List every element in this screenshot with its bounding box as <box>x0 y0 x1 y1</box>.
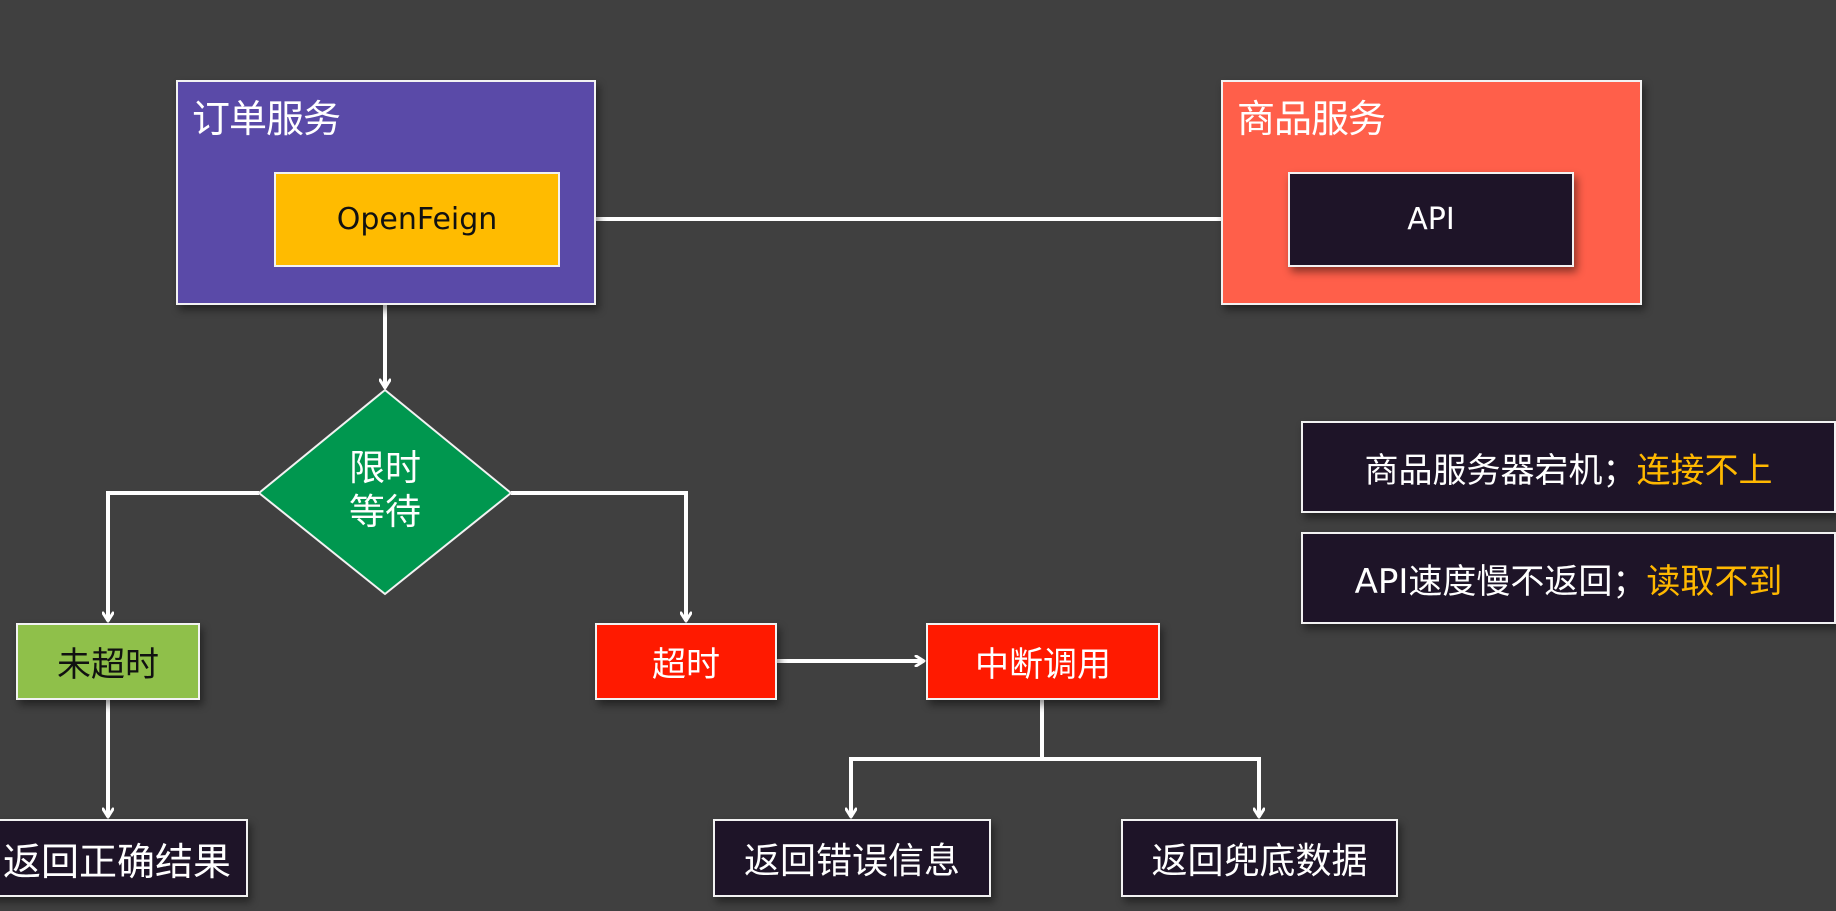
openfeign-box: OpenFeign <box>274 172 560 267</box>
note-server-down: 商品服务器宕机；连接不上 <box>1301 421 1836 513</box>
openfeign-label: OpenFeign <box>336 202 498 237</box>
return-fallback-label: 返回兜底数据 <box>1151 841 1368 882</box>
timeout-box: 超时 <box>595 623 777 700</box>
note-api-slow-text: API速度慢不返回； <box>1354 561 1647 602</box>
order-service-title: 订单服务 <box>192 97 341 141</box>
return-error-label: 返回错误信息 <box>743 841 960 882</box>
decision-label-line2: 等待 <box>348 492 421 533</box>
arrow-interrupt-to-return-error <box>851 757 1042 817</box>
product-service-title: 商品服务 <box>1237 97 1386 141</box>
not-timeout-box: 未超时 <box>16 623 200 700</box>
decision-label-line1: 限时 <box>348 448 421 489</box>
arrow-interrupt-to-return-fallback <box>1042 757 1259 817</box>
api-box: API <box>1288 172 1574 267</box>
not-timeout-label: 未超时 <box>57 645 159 685</box>
return-correct-box: 返回正确结果 <box>0 819 248 897</box>
timeout-label: 超时 <box>652 645 720 685</box>
arrow-decision-to-not-timeout <box>108 491 259 621</box>
return-fallback-box: 返回兜底数据 <box>1121 819 1398 897</box>
return-correct-label: 返回正确结果 <box>2 839 231 884</box>
note-server-down-text: 商品服务器宕机； <box>1364 450 1637 491</box>
return-error-box: 返回错误信息 <box>713 819 991 897</box>
arrow-decision-to-timeout <box>511 491 686 621</box>
note-api-slow-highlight: 读取不到 <box>1646 561 1783 602</box>
api-label: API <box>1407 202 1455 237</box>
interrupt-call-label: 中断调用 <box>975 645 1111 685</box>
note-api-slow: API速度慢不返回；读取不到 <box>1301 532 1836 624</box>
note-server-down-highlight: 连接不上 <box>1636 450 1773 491</box>
interrupt-call-box: 中断调用 <box>926 623 1160 700</box>
decision-label: 限时 等待 <box>325 447 445 535</box>
